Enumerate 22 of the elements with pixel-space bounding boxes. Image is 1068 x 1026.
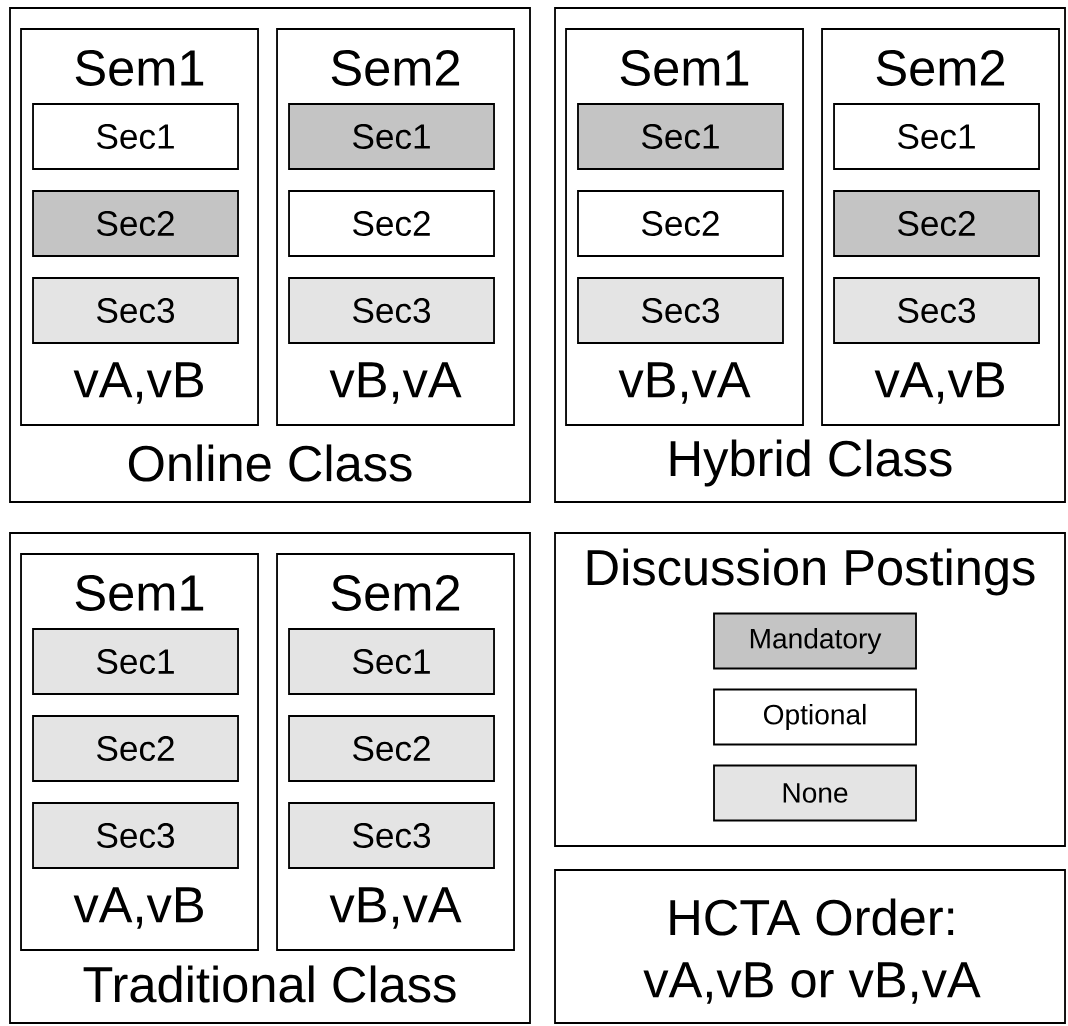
section-box: Sec2 [577, 190, 784, 257]
section-box: Sec2 [288, 715, 495, 782]
section-box: Sec1 [288, 628, 495, 695]
section-box: Sec2 [32, 190, 239, 257]
legend-item: Mandatory [713, 612, 917, 670]
section-box: Sec1 [288, 103, 495, 170]
section-box: Sec3 [833, 277, 1040, 344]
legend-item: None [713, 764, 917, 822]
order-box: HCTA Order: vA,vB or vB,vA [554, 869, 1066, 1024]
section-box: Sec1 [833, 103, 1040, 170]
section-box: Sec1 [577, 103, 784, 170]
section-box: Sec3 [32, 802, 239, 869]
legend-item: Optional [713, 688, 917, 746]
section-box: Sec2 [288, 190, 495, 257]
section-box: Sec3 [288, 802, 495, 869]
section-box: Sec2 [32, 715, 239, 782]
section-box: Sec3 [288, 277, 495, 344]
section-box: Sec3 [32, 277, 239, 344]
section-box: Sec1 [32, 628, 239, 695]
section-box: Sec2 [833, 190, 1040, 257]
section-box: Sec1 [32, 103, 239, 170]
section-box: Sec3 [577, 277, 784, 344]
